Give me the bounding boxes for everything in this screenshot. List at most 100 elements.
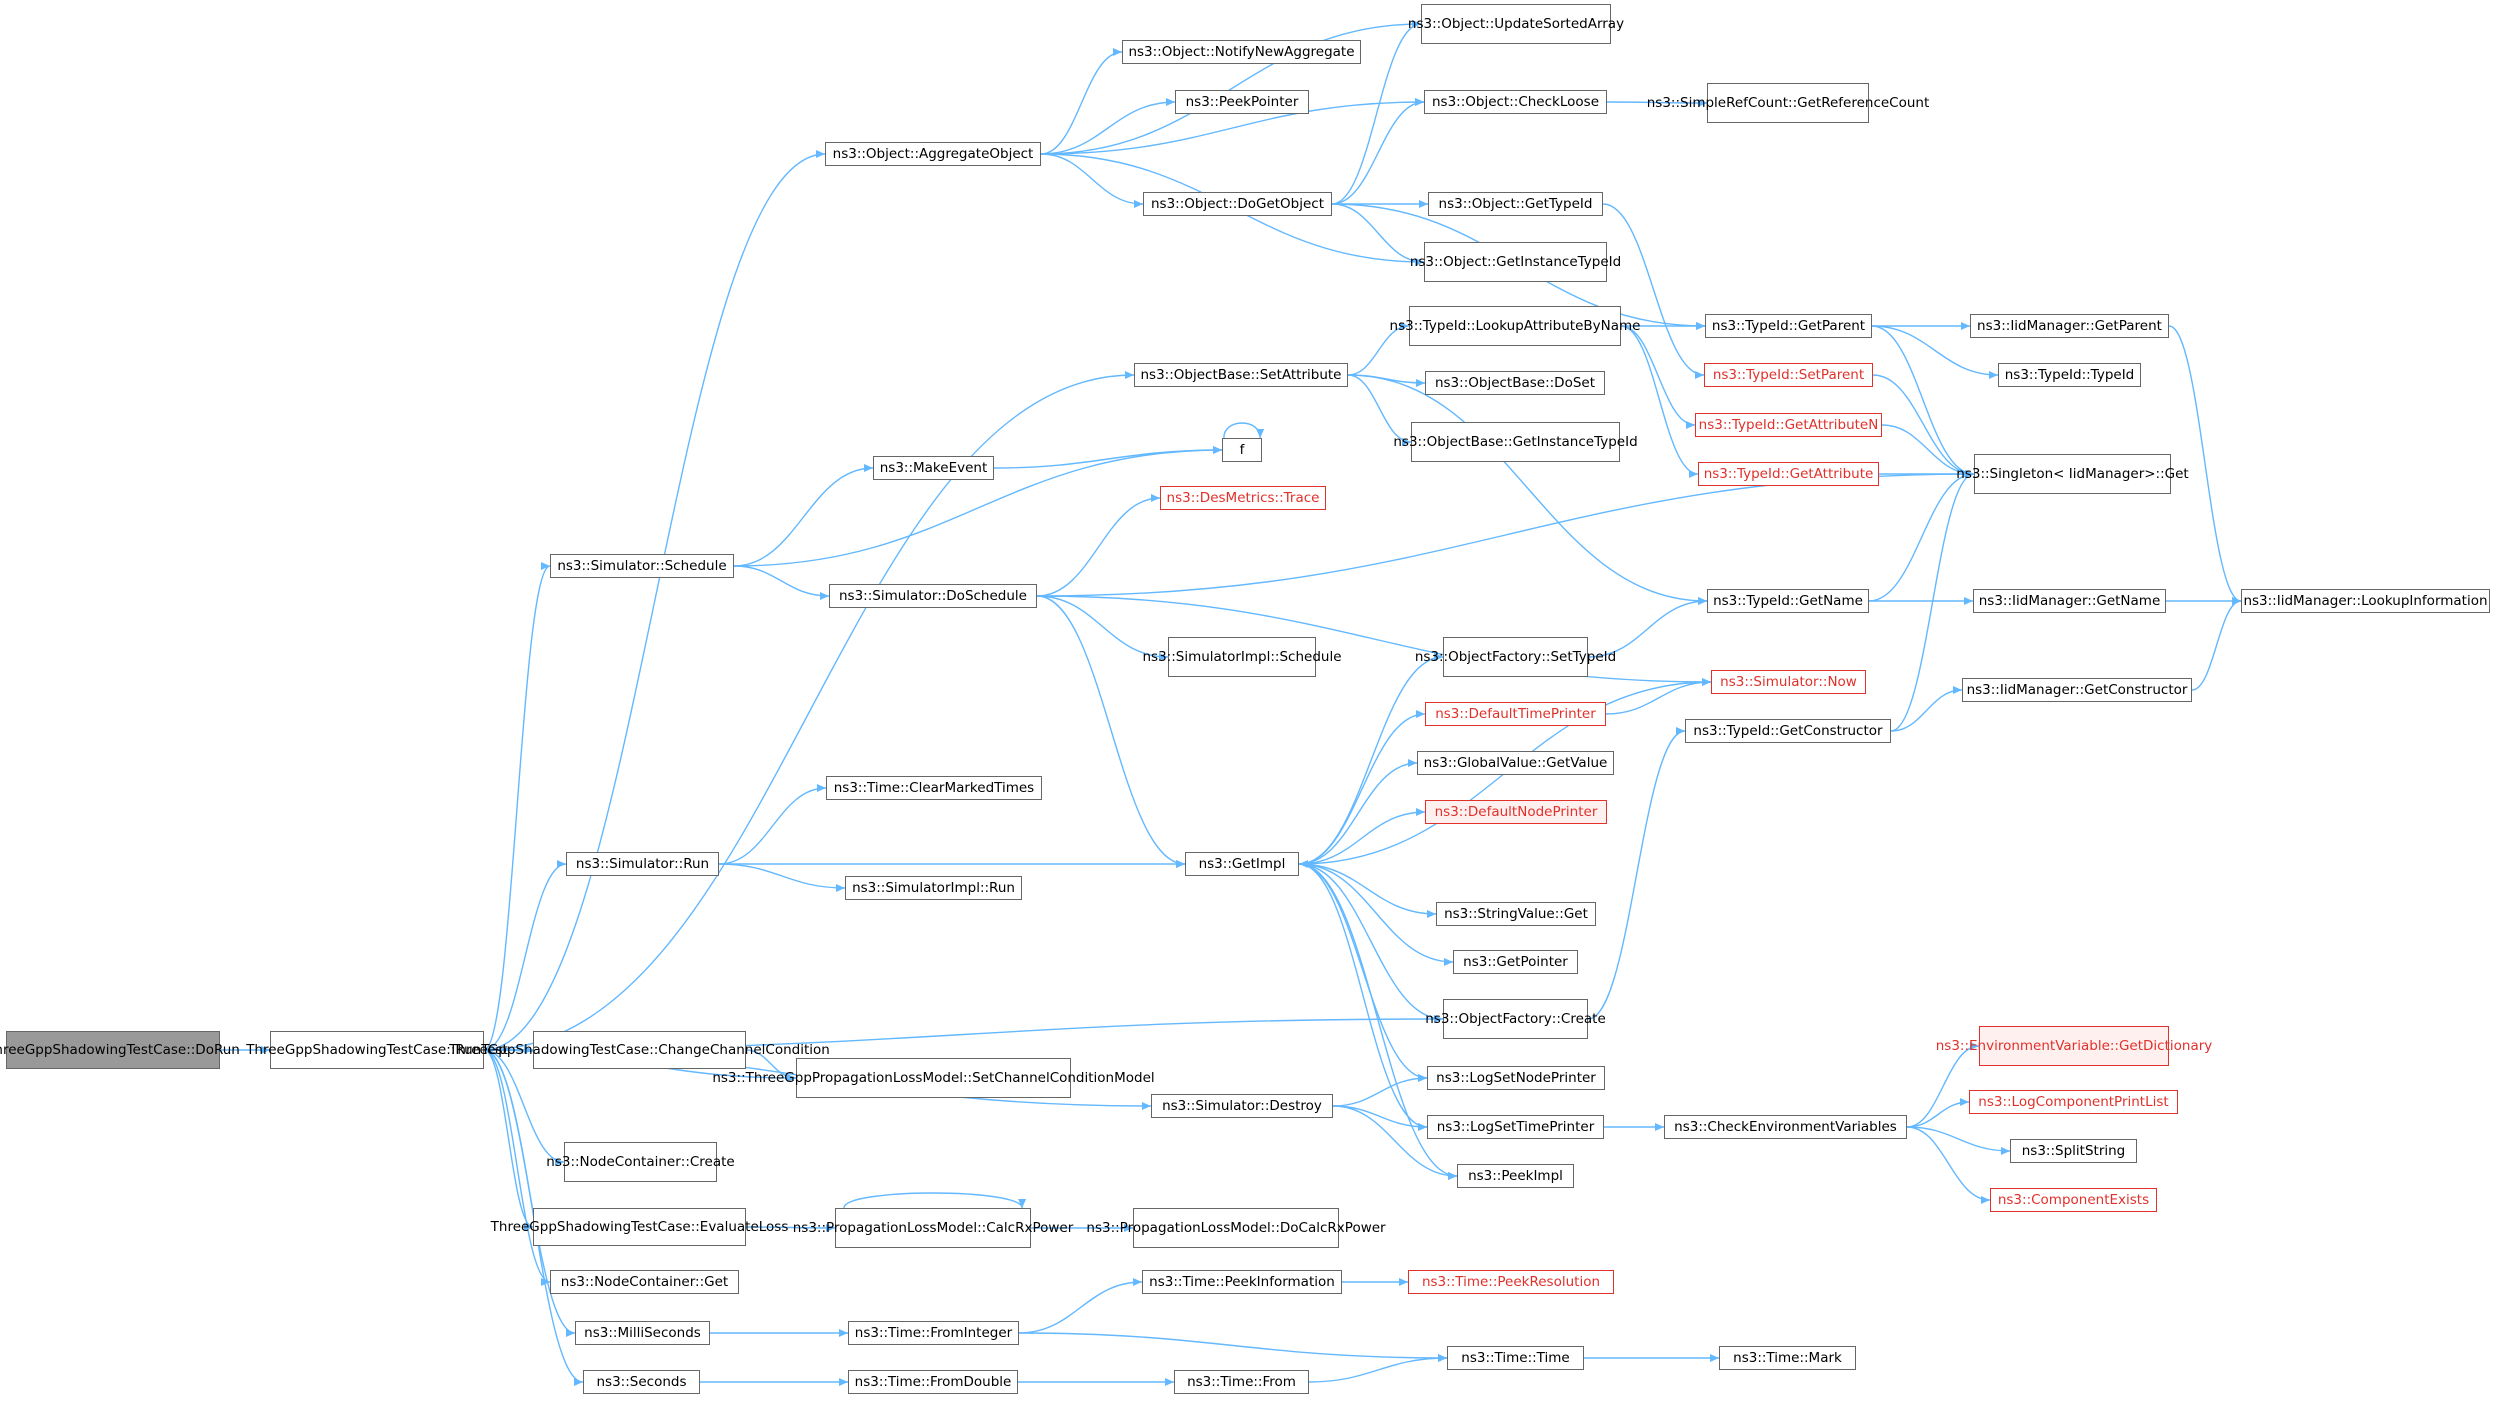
graph-node-iidmanager-getparent[interactable]: ns3::IidManager::GetParent — [1970, 314, 2169, 338]
graph-node-milliseconds[interactable]: ns3::MilliSeconds — [575, 1321, 710, 1345]
node-label: ns3::StringValue::Get — [1444, 905, 1588, 922]
graph-node-objectbase-setattribute[interactable]: ns3::ObjectBase::SetAttribute — [1134, 363, 1348, 387]
node-label: ns3::ObjectBase::DoSet — [1434, 374, 1596, 391]
graph-node-object-notifynewaggregate[interactable]: ns3::Object::NotifyNewAggregate — [1122, 40, 1361, 64]
call-edge-simulator-destroy-to-peekimpl — [1332, 1105, 1458, 1180]
node-label: ns3::DefaultNodePrinter — [1434, 803, 1598, 820]
node-label: ns3::IidManager::GetConstructor — [1966, 681, 2188, 698]
node-label: ns3::Simulator::DoSchedule — [839, 587, 1027, 604]
graph-node-seconds[interactable]: ns3::Seconds — [583, 1370, 700, 1394]
graph-node-propagationlossmodel-docalcrxpower[interactable]: ns3::PropagationLossModel::DoCalcRxPower — [1086, 1208, 1386, 1248]
graph-node-time-peekinformation[interactable]: ns3::Time::PeekInformation — [1142, 1270, 1342, 1294]
call-edge-threegppshadowingtestcase-changechannelcondition-to-threegpppropagationlossmodel-setchannelconditionmodel — [745, 1049, 797, 1082]
call-edge-time-frominteger-to-time-time — [1018, 1332, 1448, 1362]
graph-node-defaulttimeprinter[interactable]: ns3::DefaultTimePrinter — [1425, 702, 1606, 726]
graph-node-stringvalue-get[interactable]: ns3::StringValue::Get — [1436, 902, 1596, 926]
graph-node-time-frominteger[interactable]: ns3::Time::FromInteger — [848, 1321, 1019, 1345]
call-edge-typeid-getattributen-to-singleton-iidmanager-get — [1881, 424, 1975, 478]
graph-node-environmentvariable-getdictionary[interactable]: ns3::EnvironmentVariable::GetDictionary — [1936, 1026, 2212, 1066]
graph-node-threegppshadowingtestcase-runtest[interactable]: ThreeGppShadowingTestCase::RunTest — [246, 1031, 508, 1069]
graph-node-simplerefcount-getreferencecount[interactable]: ns3::SimpleRefCount::GetReferenceCount — [1647, 83, 1929, 123]
call-edge-typeid-lookupattributebyname-to-typeid-getattributen — [1620, 325, 1696, 429]
graph-node-globalvalue-getvalue[interactable]: ns3::GlobalValue::GetValue — [1417, 751, 1614, 775]
call-edge-simulator-doschedule-to-getimpl — [1036, 595, 1186, 868]
graph-node-typeid-getname[interactable]: ns3::TypeId::GetName — [1707, 589, 1869, 613]
graph-node-threegppshadowingtestcase-changechannelcondition[interactable]: ThreeGppShadowingTestCase::ChangeChannel… — [449, 1031, 830, 1069]
graph-node-singleton-iidmanager-get[interactable]: ns3::Singleton< IidManager>::Get — [1956, 454, 2189, 494]
call-edge-iidmanager-getparent-to-iidmanager-lookupinformation — [2168, 325, 2242, 605]
graph-node-objectbase-doset[interactable]: ns3::ObjectBase::DoSet — [1425, 371, 1605, 395]
graph-node-time-mark[interactable]: ns3::Time::Mark — [1719, 1346, 1856, 1370]
graph-node-iidmanager-lookupinformation[interactable]: ns3::IidManager::LookupInformation — [2241, 589, 2490, 613]
node-label: ::CalcRxPower — [977, 1219, 1074, 1236]
graph-node-time-fromdouble[interactable]: ns3::Time::FromDouble — [848, 1370, 1018, 1394]
node-label: ThreeGppShadowingTestCase — [449, 1041, 650, 1058]
node-label: ns3::TypeId::GetAttribute — [1703, 465, 1874, 482]
node-label: ns3::ObjectFactory — [1414, 648, 1542, 665]
graph-node-time-time[interactable]: ns3::Time::Time — [1447, 1346, 1584, 1370]
graph-node-simulator-now[interactable]: ns3::Simulator::Now — [1711, 670, 1866, 694]
graph-node-objectfactory-create[interactable]: ns3::ObjectFactory::Create — [1425, 999, 1606, 1039]
node-label: ns3::Time::Time — [1461, 1349, 1570, 1366]
graph-node-nodecontainer-get[interactable]: ns3::NodeContainer::Get — [550, 1270, 739, 1294]
call-edge-simulator-run-to-simulatorimpl-run — [718, 863, 846, 892]
graph-node-makeevent[interactable]: ns3::MakeEvent — [873, 456, 994, 480]
graph-node-logsetnodeprinter[interactable]: ns3::LogSetNodePrinter — [1427, 1066, 1605, 1090]
graph-node-typeid-setparent[interactable]: ns3::TypeId::SetParent — [1704, 363, 1873, 387]
graph-node-propagationlossmodel-calcrxpower[interactable]: ns3::PropagationLossModel::CalcRxPower — [793, 1208, 1073, 1248]
graph-node-simulator-run[interactable]: ns3::Simulator::Run — [566, 852, 719, 876]
graph-node-peekpointer[interactable]: ns3::PeekPointer — [1175, 90, 1309, 114]
graph-node-typeid-typeid[interactable]: ns3::TypeId::TypeId — [1998, 363, 2141, 387]
node-label: ns3::EnvironmentVariable — [1935, 1037, 2110, 1054]
graph-node-time-from[interactable]: ns3::Time::From — [1174, 1370, 1309, 1394]
node-label: ::DoRun — [186, 1041, 240, 1058]
graph-node-getimpl[interactable]: ns3::GetImpl — [1185, 852, 1299, 876]
graph-node-desmetrics-trace[interactable]: ns3::DesMetrics::Trace — [1160, 486, 1326, 510]
graph-node-object-dogetobject[interactable]: ns3::Object::DoGetObject — [1143, 192, 1332, 216]
graph-node-objectfactory-settypeid[interactable]: ns3::ObjectFactory::SetTypeId — [1415, 637, 1616, 677]
graph-node-simulator-destroy[interactable]: ns3::Simulator::Destroy — [1151, 1094, 1333, 1118]
node-label: ns3::Simulator::Run — [575, 855, 710, 872]
call-edge-checkenvironmentvariables-to-componentexists — [1906, 1126, 1991, 1204]
graph-node-typeid-getattribute[interactable]: ns3::TypeId::GetAttribute — [1698, 462, 1879, 486]
graph-node-peekimpl[interactable]: ns3::PeekImpl — [1457, 1164, 1574, 1188]
call-edge-getimpl-to-defaultnodeprinter — [1298, 808, 1426, 865]
graph-node-componentexists[interactable]: ns3::ComponentExists — [1990, 1188, 2157, 1212]
node-label: ns3::SplitString — [2021, 1142, 2126, 1159]
call-edge-simulator-schedule-to-makeevent — [733, 464, 874, 567]
graph-node-splitstring[interactable]: ns3::SplitString — [2010, 1139, 2137, 1163]
graph-node-logcomponentprintlist[interactable]: ns3::LogComponentPrintList — [1969, 1090, 2178, 1114]
graph-node-typeid-getconstructor[interactable]: ns3::TypeId::GetConstructor — [1685, 719, 1891, 743]
graph-node-f[interactable]: f — [1222, 438, 1262, 462]
graph-node-simulator-doschedule[interactable]: ns3::Simulator::DoSchedule — [829, 584, 1037, 608]
graph-node-nodecontainer-create[interactable]: ns3::NodeContainer::Create — [546, 1142, 735, 1182]
graph-node-typeid-getattributen[interactable]: ns3::TypeId::GetAttributeN — [1695, 413, 1882, 437]
graph-node-simulator-schedule[interactable]: ns3::Simulator::Schedule — [550, 554, 734, 578]
graph-node-time-clearmarkedtimes[interactable]: ns3::Time::ClearMarkedTimes — [826, 776, 1042, 800]
graph-node-iidmanager-getname[interactable]: ns3::IidManager::GetName — [1973, 589, 2166, 613]
node-label: TypeId — [1577, 253, 1622, 270]
graph-node-threegppshadowingtestcase-evaluateloss[interactable]: ThreeGppShadowingTestCase::EvaluateLoss — [491, 1208, 788, 1246]
node-label: ns3::TypeId::LookupAttribute — [1389, 317, 1584, 334]
graph-node-simulatorimpl-schedule[interactable]: ns3::SimulatorImpl::Schedule — [1142, 637, 1342, 677]
graph-node-object-gettypeid[interactable]: ns3::Object::GetTypeId — [1428, 192, 1603, 216]
graph-node-defaultnodeprinter[interactable]: ns3::DefaultNodePrinter — [1425, 800, 1607, 824]
graph-node-checkenvironmentvariables[interactable]: ns3::CheckEnvironmentVariables — [1664, 1115, 1907, 1139]
graph-node-time-peekresolution[interactable]: ns3::Time::PeekResolution — [1408, 1270, 1614, 1294]
graph-node-object-aggregateobject[interactable]: ns3::Object::AggregateObject — [825, 142, 1041, 166]
graph-node-simulatorimpl-run[interactable]: ns3::SimulatorImpl::Run — [845, 876, 1022, 900]
graph-node-threegppshadowingtestcase-dorun[interactable]: ThreeGppShadowingTestCase::DoRun — [0, 1031, 240, 1069]
graph-node-object-checkloose[interactable]: ns3::Object::CheckLoose — [1424, 90, 1607, 114]
graph-node-logsettimeprinter[interactable]: ns3::LogSetTimePrinter — [1427, 1115, 1604, 1139]
graph-node-iidmanager-getconstructor[interactable]: ns3::IidManager::GetConstructor — [1962, 678, 2192, 702]
node-label: ns3::Time::FromDouble — [854, 1373, 1012, 1390]
graph-node-typeid-getparent[interactable]: ns3::TypeId::GetParent — [1705, 314, 1872, 338]
node-label: ns3::PeekPointer — [1185, 93, 1299, 110]
node-label: f — [1239, 441, 1245, 458]
graph-node-getpointer[interactable]: ns3::GetPointer — [1453, 950, 1578, 974]
